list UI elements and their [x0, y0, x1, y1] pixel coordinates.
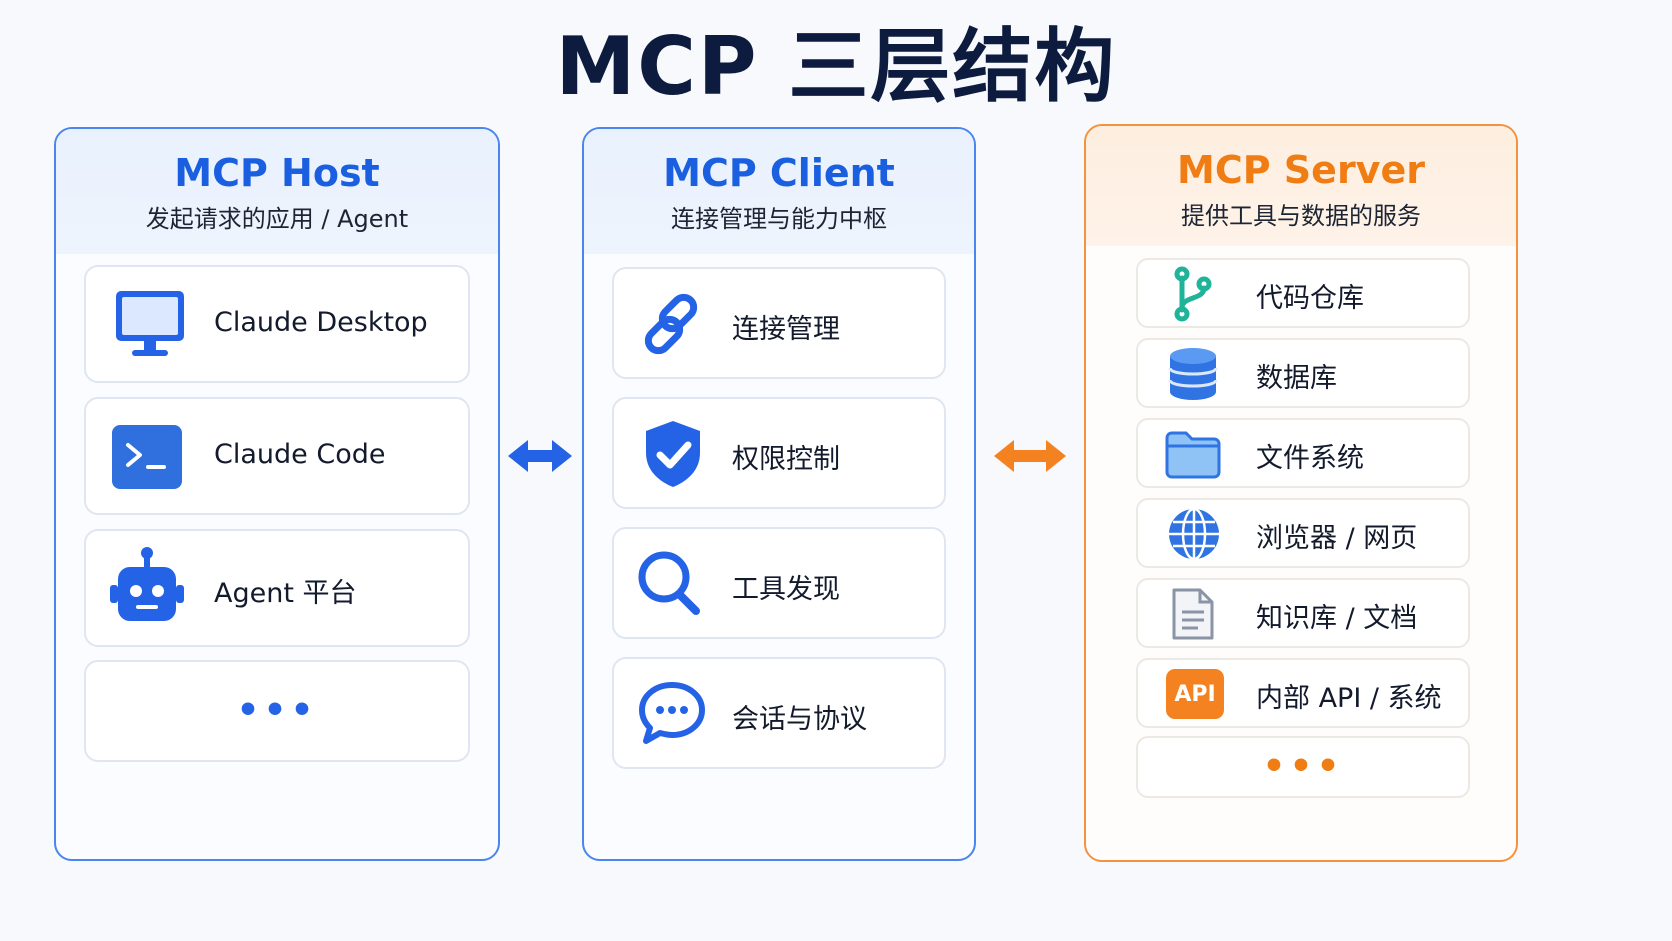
folder-icon — [1164, 430, 1222, 480]
link-icon — [638, 291, 704, 357]
client-item-label: 会话与协议 — [732, 704, 867, 735]
host-item-claude-code[interactable]: Claude Code — [84, 397, 470, 515]
bidirectional-arrow-icon — [508, 440, 572, 472]
globe-icon — [1166, 506, 1222, 562]
host-item-label: Claude Desktop — [214, 307, 428, 338]
server-item-database[interactable]: 数据库 — [1136, 338, 1470, 408]
search-icon — [636, 549, 702, 617]
client-panel: MCP Client 连接管理与能力中枢 连接管理 权限控制 — [582, 127, 976, 861]
server-item-code-repo[interactable]: 代码仓库 — [1136, 258, 1470, 328]
server-item-knowledge-docs[interactable]: 知识库 / 文档 — [1136, 578, 1470, 648]
client-item-session-protocol[interactable]: 会话与协议 — [612, 657, 946, 769]
server-panel-header: MCP Server 提供工具与数据的服务 — [1086, 126, 1516, 246]
chat-bubble-icon — [638, 681, 706, 745]
host-panel: MCP Host 发起请求的应用 / Agent Claude Desktop … — [54, 127, 500, 861]
client-item-label: 权限控制 — [732, 444, 840, 475]
host-item-label: Claude Code — [214, 439, 386, 470]
server-item-label: 知识库 / 文档 — [1256, 603, 1418, 634]
server-item-more[interactable]: ••• — [1136, 736, 1470, 798]
host-item-label: Agent 平台 — [214, 578, 357, 609]
host-panel-title: MCP Host — [174, 151, 380, 195]
client-item-tool-discovery[interactable]: 工具发现 — [612, 527, 946, 639]
client-panel-title: MCP Client — [663, 151, 895, 195]
more-dots: ••• — [1262, 746, 1344, 787]
server-panel-subtitle: 提供工具与数据的服务 — [1181, 202, 1421, 230]
git-branch-icon — [1168, 266, 1218, 322]
diagram-title: MCP 三层结构 — [555, 20, 1117, 113]
client-panel-subtitle: 连接管理与能力中枢 — [671, 205, 887, 233]
api-badge-text: API — [1174, 681, 1216, 707]
api-icon: API — [1166, 669, 1224, 719]
server-item-label: 代码仓库 — [1256, 283, 1364, 314]
server-item-file-system[interactable]: 文件系统 — [1136, 418, 1470, 488]
terminal-icon — [110, 423, 184, 491]
host-panel-header: MCP Host 发起请求的应用 / Agent — [56, 129, 498, 254]
client-item-label: 连接管理 — [732, 314, 840, 345]
server-panel-title: MCP Server — [1177, 148, 1425, 192]
client-item-label: 工具发现 — [732, 574, 840, 605]
client-item-permission[interactable]: 权限控制 — [612, 397, 946, 509]
host-item-more[interactable]: ••• — [84, 660, 470, 762]
host-item-claude-desktop[interactable]: Claude Desktop — [84, 265, 470, 383]
shield-check-icon — [642, 419, 704, 489]
client-panel-header: MCP Client 连接管理与能力中枢 — [584, 129, 974, 254]
monitor-icon — [112, 287, 188, 361]
host-item-agent-platform[interactable]: Agent 平台 — [84, 529, 470, 647]
bidirectional-arrow-icon — [994, 440, 1066, 472]
robot-icon — [108, 545, 186, 625]
server-item-browser-web[interactable]: 浏览器 / 网页 — [1136, 498, 1470, 568]
server-item-label: 数据库 — [1256, 363, 1337, 394]
server-item-label: 浏览器 / 网页 — [1256, 523, 1418, 554]
server-item-label: 文件系统 — [1256, 443, 1364, 474]
server-item-internal-api[interactable]: API 内部 API / 系统 — [1136, 658, 1470, 728]
server-item-label: 内部 API / 系统 — [1256, 683, 1442, 714]
more-dots: ••• — [236, 690, 318, 731]
client-item-connection[interactable]: 连接管理 — [612, 267, 946, 379]
database-icon — [1166, 346, 1220, 402]
host-panel-subtitle: 发起请求的应用 / Agent — [145, 205, 409, 233]
server-panel: MCP Server 提供工具与数据的服务 代码仓库 — [1084, 124, 1518, 862]
document-icon — [1170, 586, 1216, 642]
